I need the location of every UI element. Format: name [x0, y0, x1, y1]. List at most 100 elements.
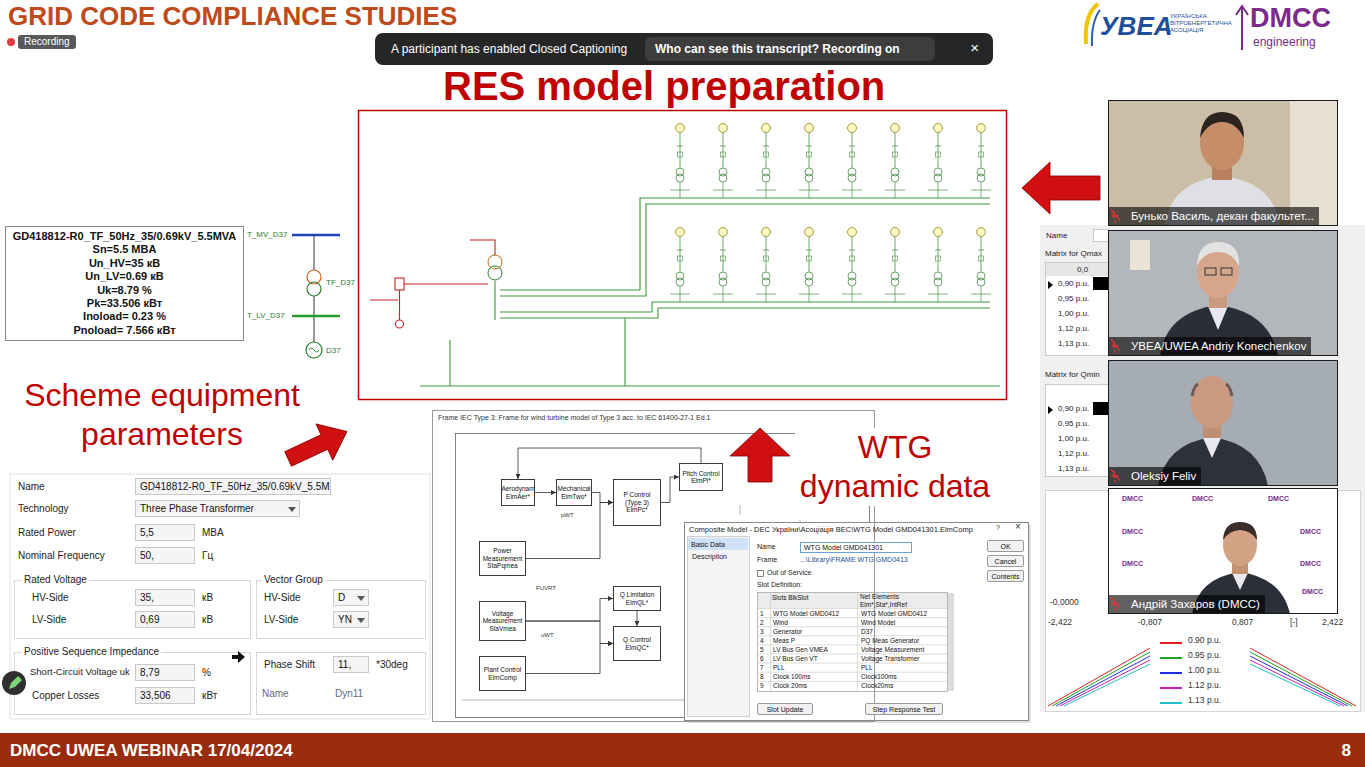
- transcript-pill: Who can see this transcript? Recording o…: [645, 37, 935, 61]
- text-label: Wind: [773, 619, 788, 627]
- node-text: Pnoload= 7.566 кВт: [10, 324, 239, 337]
- logo-marks: [1086, 4, 1248, 50]
- text-label: LV Bus Gen VT: [773, 655, 818, 663]
- text-label: 1,13 p.u.: [1058, 339, 1089, 348]
- text-label: *30deg: [374, 659, 410, 671]
- node-text: 0,69: [140, 614, 159, 625]
- text-label: LV-Side: [30, 614, 68, 626]
- recording-dot: [7, 38, 15, 46]
- text-label: Frame: [757, 556, 777, 564]
- text-label: Matrix for Qmax: [1045, 249, 1102, 258]
- text-label: PQ Meas Generator: [861, 637, 919, 645]
- name-field: GD418812-R0_TF_50Hz_35/0.69kV_5.5M: [135, 478, 331, 495]
- text-label: Matrix for Qmin: [1045, 370, 1100, 379]
- phase-shift-field: 11,: [333, 656, 369, 673]
- text-label: 7: [760, 664, 764, 672]
- video-tile: Бунько Василь, декан факультет...: [1108, 100, 1338, 226]
- text-label: 1,12 p.u.: [1058, 449, 1089, 458]
- text-label: Recording: [18, 35, 76, 49]
- text-label: 0,95 p.u.: [1058, 294, 1089, 303]
- text-label: Clock100ms: [861, 673, 897, 681]
- text-label: HV-Side: [30, 592, 71, 604]
- node-text: Pk=33.506 кВт: [10, 297, 239, 310]
- node-text: YN: [338, 614, 352, 625]
- legend-swatch: [1160, 702, 1182, 704]
- parameter-dialog: [2, 474, 430, 719]
- text-label: pWT: [560, 512, 575, 519]
- text-label: Гц: [200, 550, 215, 562]
- text-label: кВ: [200, 592, 215, 604]
- text-label: engineering: [1253, 36, 1316, 50]
- text-label: Clock20ms: [861, 682, 893, 690]
- legend-swatch: [1160, 687, 1182, 689]
- text-label: Nominal Frequency: [16, 550, 107, 562]
- hv-voltage-field: 35,: [135, 589, 195, 606]
- video-tiles: [1108, 100, 1338, 614]
- model-name-field: WTG Model GMD041301: [800, 542, 912, 553]
- legend-text: 0.90 p.u.: [1188, 636, 1221, 646]
- basic-data-tab: Basic Data: [688, 538, 748, 550]
- text-label: uWT: [540, 632, 555, 639]
- single-line-scheme: [359, 111, 1007, 400]
- text-label: ...\Library\FRAME WTG GMD0413: [800, 556, 908, 564]
- node-text: Sn=5.5 MBA: [10, 243, 239, 256]
- text-label: D37: [326, 346, 341, 355]
- node-text: Aerodynam ElmAer*: [501, 485, 534, 500]
- node-text: 8: [1342, 741, 1351, 761]
- node-text: УВЕА/UWEA Andriy Konechenkov: [1126, 337, 1311, 355]
- text-label: WTG Model GMD0412: [773, 610, 839, 618]
- text-label: D37: [861, 628, 873, 636]
- text-label: Out of Service: [767, 569, 811, 577]
- frequency-field: 50,: [135, 547, 195, 564]
- text-label: Voltage Measurement: [861, 646, 924, 654]
- text-label: -0,807: [1138, 618, 1162, 628]
- text-label: Copper Losses: [30, 690, 101, 702]
- text-label: DMCC: [1250, 3, 1331, 34]
- text-label: WTG dynamic data: [795, 428, 995, 506]
- node-text: 33,506: [140, 690, 171, 701]
- signal-connector: [535, 492, 556, 493]
- node-text: Contents: [991, 573, 1019, 580]
- text-label: 5: [760, 646, 764, 654]
- transformer-data-box: GD418812-R0_TF_50Hz_35/0.69kV_5.5MVASn=5…: [5, 226, 244, 341]
- node-text: Plant Control ElmComp: [481, 666, 524, 681]
- text-label: 0,807: [1232, 618, 1253, 628]
- text-label: Wind Model: [861, 619, 895, 627]
- node-text: DMCC UWEA WEBINAR 17/04/2024: [10, 741, 293, 761]
- up-arrow: [730, 428, 790, 482]
- legend-text: 0.95 p.u.: [1188, 651, 1221, 661]
- text-label: DMCC: [1122, 560, 1143, 568]
- node-text: Slot Update: [767, 706, 804, 713]
- text-label: Positive Sequence Impedance: [22, 646, 161, 658]
- node-text: D: [338, 592, 345, 603]
- text-label: кВ: [200, 614, 215, 626]
- model-block: Voltage Measurement StaVmea: [479, 601, 526, 641]
- signal-connector: [526, 621, 613, 644]
- signal-connector: [526, 644, 613, 674]
- text-label: Net Elements Elm*,Sta*,IntRef: [860, 593, 945, 608]
- legend-text: 1.12 p.u.: [1188, 681, 1221, 691]
- node-text: 8,79: [140, 667, 159, 678]
- text-label: -2,422: [1048, 618, 1072, 628]
- text-label: Clock 20ms: [773, 682, 807, 690]
- text-label: кВт: [200, 690, 219, 702]
- text-label: TF_D37: [326, 278, 355, 287]
- text-label: Generator: [773, 628, 802, 636]
- model-block: Q Limitation ElmQL*: [613, 586, 661, 611]
- text-label: DMCC: [1122, 528, 1143, 536]
- text-label: Vector Group: [262, 574, 325, 586]
- node-text: Un_HV=35 кВ: [10, 257, 239, 270]
- text-label: DMCC: [1268, 495, 1289, 503]
- text-label: Rated Power: [16, 527, 78, 539]
- contents-button: Contents: [987, 570, 1024, 582]
- node-text: Un_LV=0.69 кВ: [10, 270, 239, 283]
- copper-losses-field: 33,506: [135, 687, 195, 704]
- text-label: 1,13 p.u.: [1058, 464, 1089, 473]
- text-label: Rated Voltage: [22, 574, 89, 586]
- node-text: GD418812-R0_TF_50Hz_35/0.69kV_5.5M: [140, 481, 330, 492]
- text-label: LV Bus Gen VMEA: [773, 646, 828, 654]
- node-text: GD418812-R0_TF_50Hz_35/0.69kV_5.5MVA: [10, 230, 239, 243]
- text-label: MBA: [200, 527, 226, 539]
- node-text: 11,: [338, 659, 351, 670]
- lv-voltage-field: 0,69: [135, 611, 195, 628]
